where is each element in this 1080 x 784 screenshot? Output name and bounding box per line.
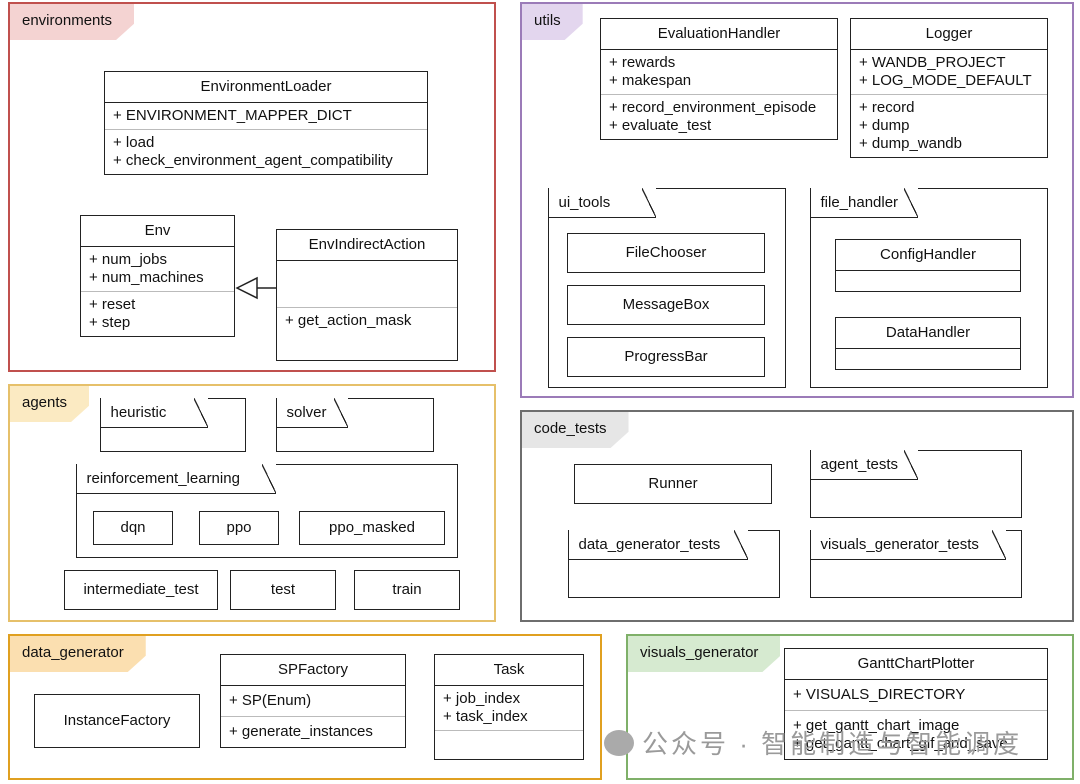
class-message-box: MessageBox [567,285,765,325]
method: + reset [89,296,136,313]
subpackage-label: solver [275,397,348,428]
attribute: + num_jobs [89,251,167,268]
class-name: EnvironmentLoader [105,72,427,103]
subpackage-label: heuristic [99,397,208,428]
subpackage-visuals-generator-tests: visuals_generator_tests [809,529,1022,598]
module-test: test [230,570,336,610]
class-progress-bar: ProgressBar [567,337,765,377]
class-environment-loader: EnvironmentLoader + ENVIRONMENT_MAPPER_D… [104,71,428,175]
method: + record [859,99,915,116]
attribute: + num_machines [89,269,204,286]
module-intermediate-test: intermediate_test [64,570,218,610]
module-train: train [354,570,460,610]
class-gantt-chart-plotter: GanttChartPlotter + VISUALS_DIRECTORY + … [784,648,1048,760]
package-agents: agents heuristic solver reinforcement_le… [8,384,496,622]
package-label: code_tests [522,412,629,448]
method: + evaluate_test [609,117,712,134]
subpackage-file-handler: file_handler ConfigHandler DataHandler [809,187,1048,388]
class-name: DataHandler [836,318,1020,349]
package-label: visuals_generator [628,636,780,672]
attribute: + VISUALS_DIRECTORY [793,686,966,703]
attribute: + job_index [443,690,521,707]
subpackage-reinforcement-learning: reinforcement_learning dqn ppo ppo_maske… [75,463,458,558]
class-runner: Runner [574,464,772,504]
method: + load [113,134,155,151]
method: + get_gantt_chart_image [793,717,960,734]
class-name: ConfigHandler [836,240,1020,271]
subpackage-label: visuals_generator_tests [809,529,1006,560]
attribute: + rewards [609,54,676,71]
package-label: environments [10,4,134,40]
module-ppo: ppo [199,511,279,545]
method: + dump [859,117,910,134]
class-file-chooser: FileChooser [567,233,765,273]
method: + step [89,314,131,331]
subpackage-label: data_generator_tests [567,529,748,560]
attribute: + task_index [443,708,528,725]
class-name: Logger [851,19,1047,50]
class-name: Env [81,216,234,247]
subpackage-heuristic: heuristic [99,397,246,452]
attribute: + SP(Enum) [229,692,312,709]
subpackage-agent-tests: agent_tests [809,449,1022,518]
method: + get_action_mask [285,312,412,329]
method: + record_environment_episode [609,99,817,116]
watermark: 公众号 · 智能制造与智能调度 [604,724,1022,761]
attribute: + LOG_MODE_DEFAULT [859,72,1032,89]
package-code-tests: code_tests Runner agent_tests data_gener… [520,410,1074,622]
subpackage-label: reinforcement_learning [75,463,276,494]
attribute: + makespan [609,72,692,89]
subpackage-ui-tools: ui_tools FileChooser MessageBox Progress… [547,187,786,388]
subpackage-label: agent_tests [809,449,918,480]
subpackage-label: file_handler [809,187,918,218]
class-name: EvaluationHandler [601,19,837,50]
package-utils: utils EvaluationHandler + rewards+ makes… [520,2,1074,398]
class-data-handler: DataHandler [835,317,1021,370]
package-label: utils [522,4,583,40]
subpackage-solver: solver [275,397,434,452]
subpackage-data-generator-tests: data_generator_tests [567,529,780,598]
class-name: EnvIndirectAction [277,230,457,261]
attribute: + ENVIRONMENT_MAPPER_DICT [113,107,352,124]
module-dqn: dqn [93,511,173,545]
package-label: agents [10,386,89,422]
attribute: + WANDB_PROJECT [859,54,1006,71]
inheritance-arrow [235,276,277,300]
class-evaluation-handler: EvaluationHandler + rewards+ makespan + … [600,18,838,140]
class-task: Task + job_index+ task_index [434,654,584,760]
package-environments: environments EnvironmentLoader + ENVIRON… [8,2,496,372]
class-name: GanttChartPlotter [785,649,1047,680]
module-ppo-masked: ppo_masked [299,511,445,545]
method: + generate_instances [229,723,373,740]
method: + dump_wandb [859,135,962,152]
class-env-indirect-action: EnvIndirectAction + get_action_mask [276,229,458,361]
watermark-text: 公众号 · 智能制造与智能调度 [642,729,1023,759]
class-logger: Logger + WANDB_PROJECT+ LOG_MODE_DEFAULT… [850,18,1048,158]
class-name: SPFactory [221,655,405,686]
package-data-generator: data_generator InstanceFactory SPFactory… [8,634,602,780]
class-name: Task [435,655,583,686]
package-label: data_generator [10,636,146,672]
class-sp-factory: SPFactory + SP(Enum) + generate_instance… [220,654,406,748]
method: + get_gantt_chart_gif_and_save [793,735,1008,752]
class-config-handler: ConfigHandler [835,239,1021,292]
package-visuals-generator: visuals_generator GanttChartPlotter + VI… [626,634,1074,780]
class-env: Env + num_jobs+ num_machines + reset+ st… [80,215,235,337]
wechat-icon [604,729,634,756]
subpackage-label: ui_tools [547,187,656,218]
method: + check_environment_agent_compatibility [113,152,393,169]
class-instance-factory: InstanceFactory [34,694,200,748]
